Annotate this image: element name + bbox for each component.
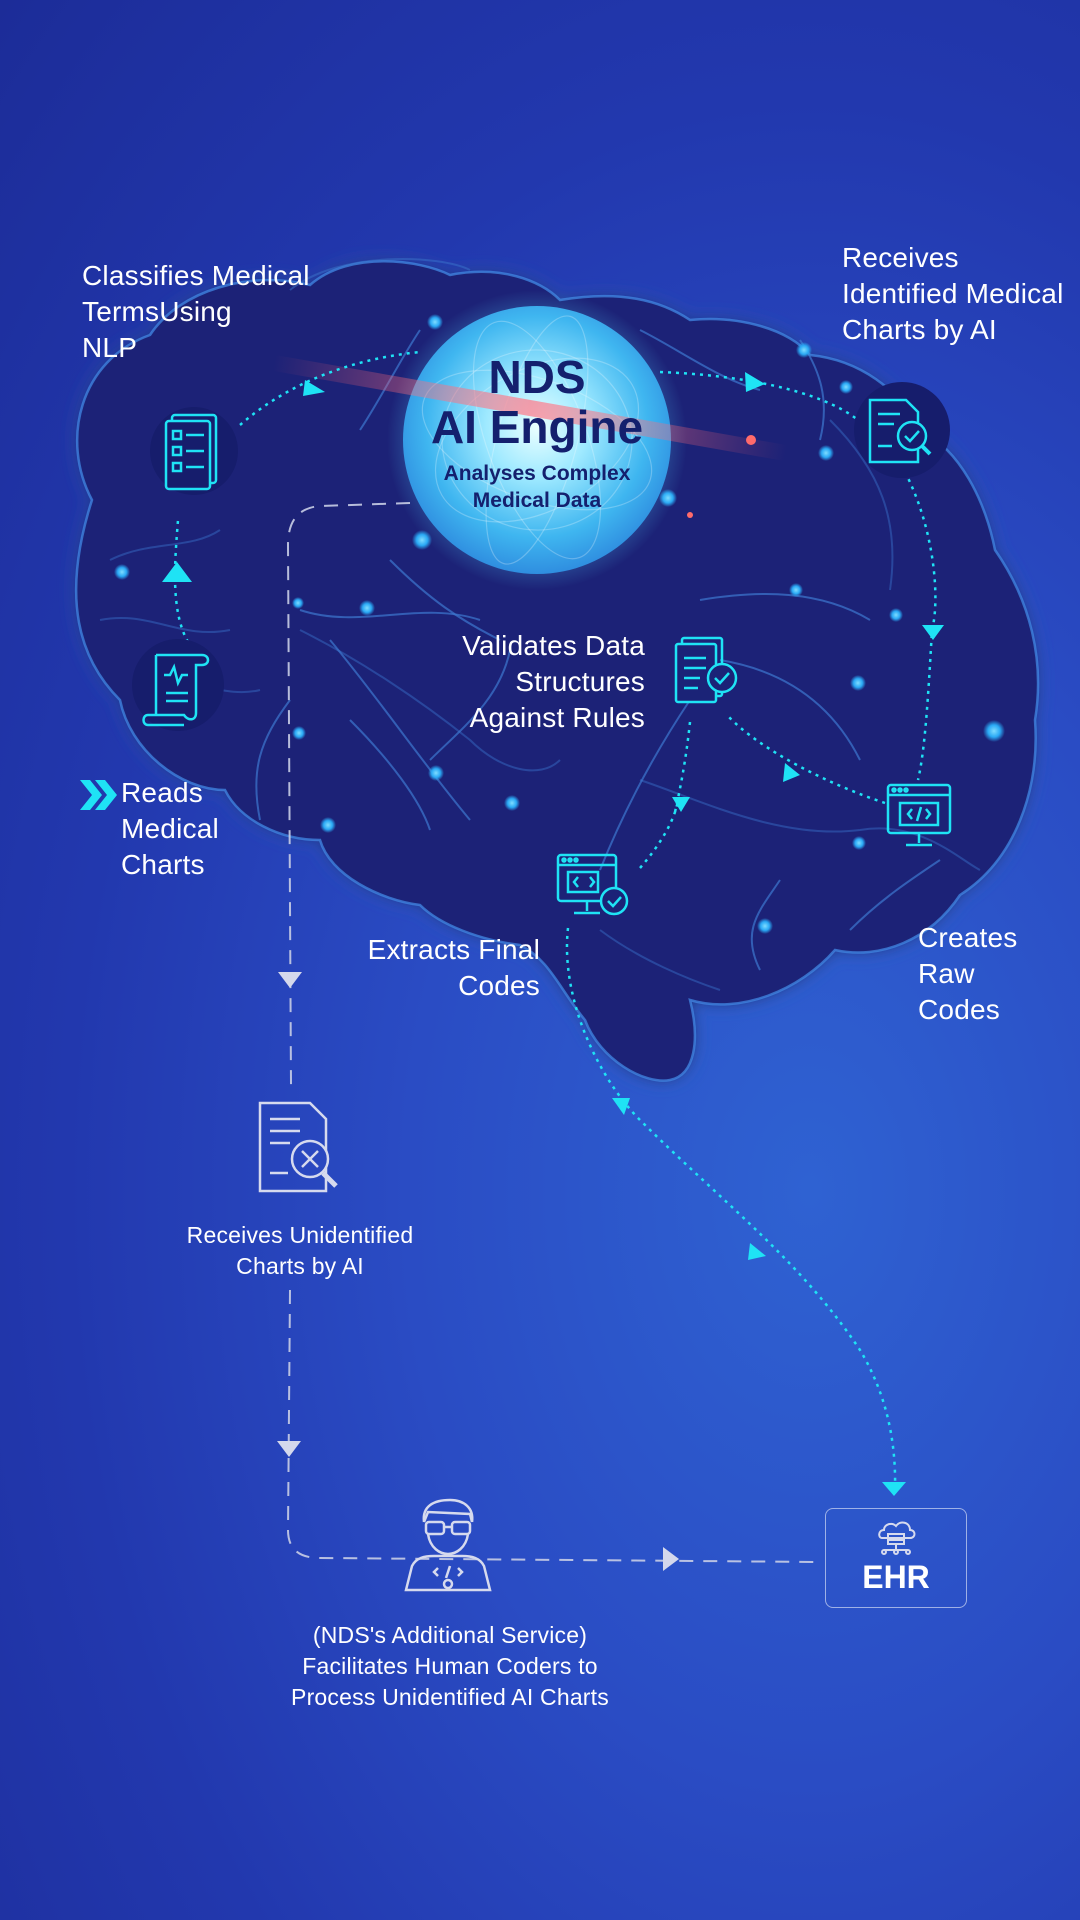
document-check-icon	[674, 636, 738, 704]
step-validates-label: Validates Data Structures Against Rules	[462, 630, 645, 733]
arrowhead-down-right	[922, 625, 944, 640]
arrowhead-to-extracts	[672, 797, 690, 812]
document-search-x-icon	[258, 1101, 338, 1193]
ehr-box: EHR	[825, 1508, 967, 1608]
neuron-dots	[114, 314, 1005, 934]
arrowhead-ehr-3	[882, 1482, 906, 1496]
medical-chart-scroll-icon	[132, 639, 224, 731]
arrowhead-up	[162, 562, 192, 582]
checklist-document-icon	[150, 407, 238, 495]
step-receives-identified-label: Receives Identified Medical Charts by AI	[842, 242, 1064, 345]
manual-flow-path	[286, 502, 821, 1563]
step-human-coders-label: (NDS's Additional Service) Facilitates H…	[291, 1622, 609, 1710]
arrowhead-to-core	[303, 380, 325, 396]
coder-at-laptop-icon	[404, 1498, 492, 1592]
ai-engine-title-block: NDS AI Engine Analyses Complex Medical D…	[396, 308, 678, 578]
arrow-to-extracts	[639, 799, 680, 869]
arrow-validates-to-extracts	[673, 721, 692, 813]
document-search-check-icon	[854, 382, 950, 478]
step-extracts-label: Extracts Final Codes	[367, 934, 540, 1001]
core-title-line1: NDS	[488, 351, 586, 403]
arrowhead-to-validates	[783, 763, 800, 782]
step-receives-unidentified-label: Receives Unidentified Charts by AI	[186, 1222, 414, 1279]
arrow-extracts-to-ehr	[565, 927, 897, 1491]
brain-silhouette	[74, 258, 1040, 1082]
monitor-code-check-icon	[556, 853, 629, 916]
ehr-label: EHR	[862, 1559, 930, 1595]
manual-flow-arrowheads	[277, 972, 679, 1571]
step-classifies-label: Classifies Medical TermsUsing NLP	[82, 260, 310, 363]
arrow-classifies-to-core	[239, 350, 421, 426]
monitor-code-icon	[886, 783, 952, 847]
ai-flow-arrowheads	[162, 372, 944, 1496]
arrowhead-ehr-1	[612, 1098, 630, 1115]
core-title-line2: AI Engine	[430, 401, 644, 453]
core-subtitle: Analyses Complex Medical Data	[443, 462, 631, 512]
step-creates-label: Creates Raw Codes	[918, 922, 1018, 1025]
arrowhead-to-receives	[745, 372, 765, 392]
arrowhead-ehr-2	[748, 1243, 766, 1260]
step-reads-label: Reads Medical Charts	[121, 777, 219, 880]
ai-engine-core	[272, 290, 788, 590]
double-chevron-right-icon	[80, 780, 117, 810]
cloud-server-icon	[878, 1521, 916, 1555]
